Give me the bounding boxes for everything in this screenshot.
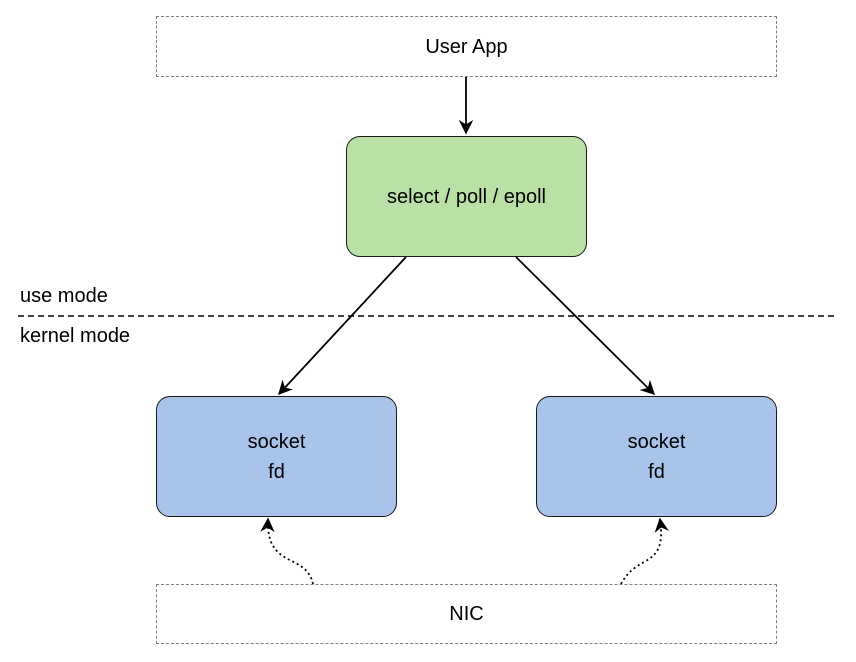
nic-label: NIC bbox=[449, 603, 484, 625]
kernel-mode-label: kernel mode bbox=[20, 325, 131, 347]
user-app-node: User App bbox=[156, 16, 777, 77]
mux-node: select / poll / epoll bbox=[346, 136, 587, 257]
nic-node: NIC bbox=[156, 584, 777, 644]
socket-right-label: socket bbox=[627, 430, 686, 453]
arrow-nic-to-socket-right bbox=[620, 517, 669, 585]
socket-left-label: socket bbox=[247, 430, 306, 453]
socket-right-fd-label: fd bbox=[648, 460, 665, 483]
user-mode-label: use mode bbox=[20, 285, 108, 307]
socket-right-node: socket fd bbox=[536, 396, 777, 517]
mux-label: select / poll / epoll bbox=[387, 185, 546, 208]
arrow-nic-to-socket-left bbox=[260, 517, 314, 585]
arrow-mux-to-socket-left bbox=[278, 256, 407, 396]
socket-left-node: socket fd bbox=[156, 396, 397, 517]
arrow-mux-to-socket-right bbox=[515, 256, 656, 396]
socket-left-fd-label: fd bbox=[268, 460, 285, 483]
user-app-label: User App bbox=[425, 35, 508, 58]
